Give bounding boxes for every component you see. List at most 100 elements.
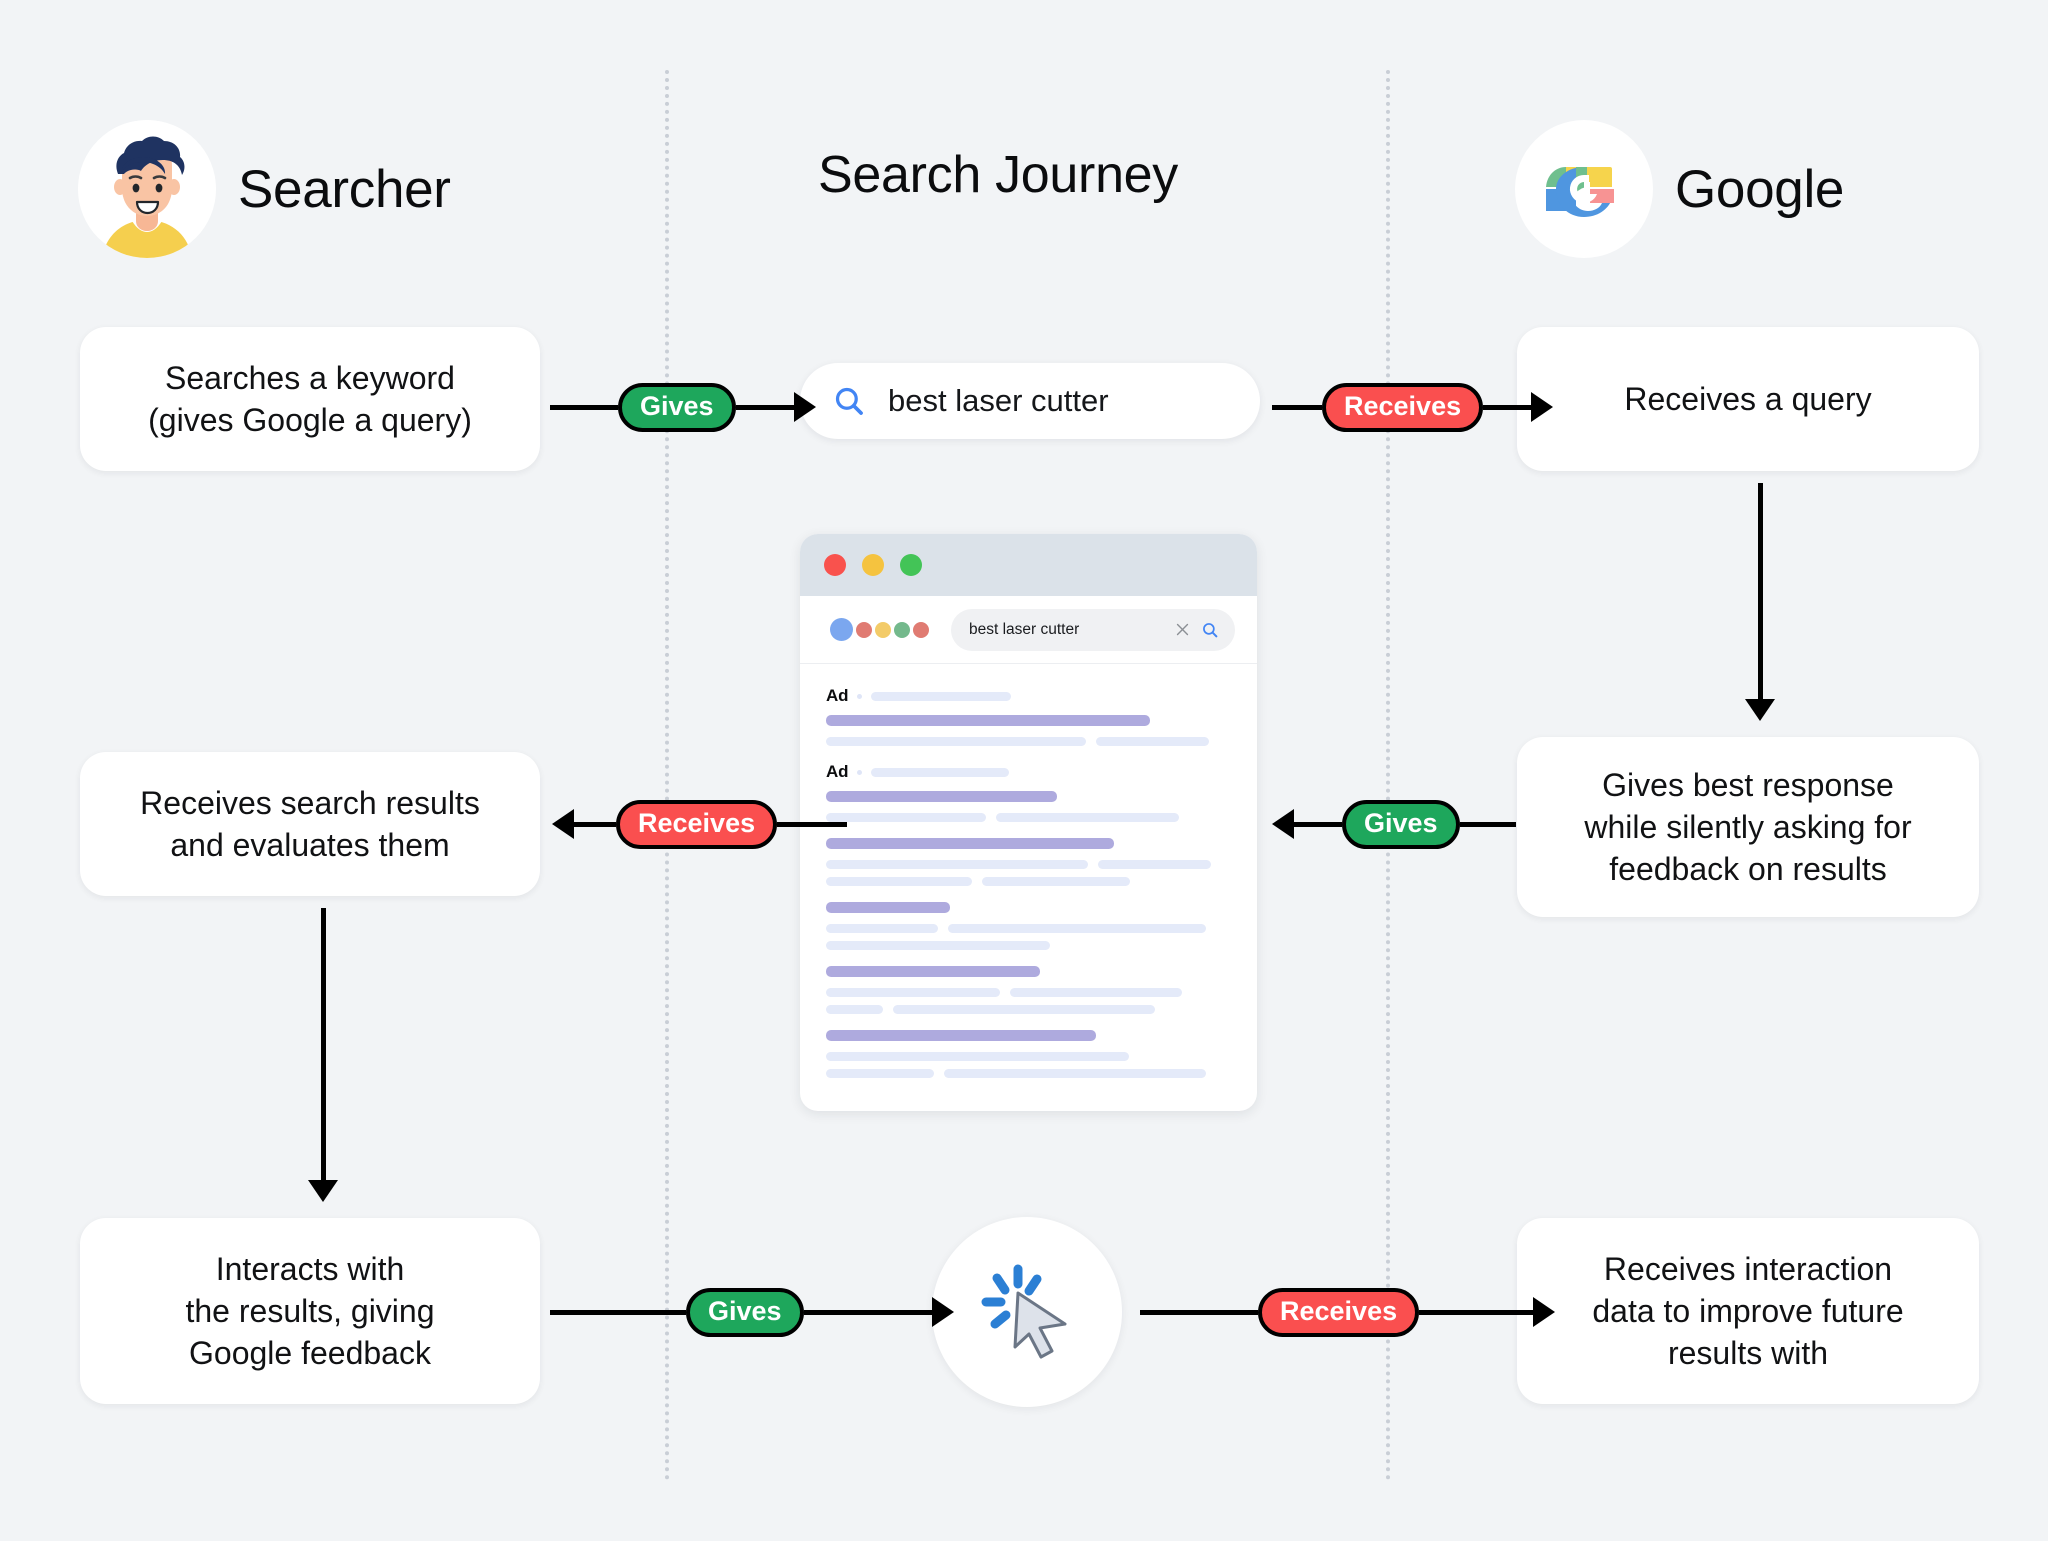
result-ad-block: Ad <box>826 686 1231 746</box>
card-google-gives-best-response: Gives best response while silently askin… <box>1517 737 1979 917</box>
lane-header-searcher: Searcher <box>78 120 451 258</box>
arrow-head-icon <box>1272 809 1294 839</box>
browser-window-mock: best laser cutter Ad <box>800 534 1257 1111</box>
placeholder-bar <box>826 813 986 822</box>
card-line: while silently asking for <box>1584 808 1912 845</box>
badge-receives: Receives <box>1258 1287 1420 1337</box>
placeholder-bar <box>826 988 1000 997</box>
card-line: Searches a keyword <box>165 359 455 396</box>
placeholder-bar <box>996 813 1179 822</box>
search-input-value: best laser cutter <box>888 383 1109 418</box>
ad-label: Ad <box>826 762 849 781</box>
arrow-head-icon <box>1745 699 1775 721</box>
browser-toolbar: best laser cutter <box>800 596 1257 664</box>
placeholder-title-bar <box>826 715 1150 726</box>
placeholder-title-bar <box>826 902 950 913</box>
placeholder-bar <box>1098 860 1211 869</box>
card-line: Gives best response <box>1602 766 1894 803</box>
arrow-head-icon <box>1531 392 1554 422</box>
placeholder-bar <box>826 877 972 886</box>
card-line: data to improve future <box>1592 1292 1904 1329</box>
card-google-receives-query: Receives a query <box>1517 327 1979 471</box>
placeholder-bar <box>826 737 1086 746</box>
connector-google-to-journey-gives: Gives <box>1272 794 1516 854</box>
mouse-cursor-click-icon <box>981 1264 1067 1359</box>
person-avatar-icon <box>78 120 216 258</box>
google-colored-dots-icon <box>830 618 929 641</box>
placeholder-title-bar <box>826 1030 1096 1041</box>
lane-divider-right <box>1386 70 1390 1481</box>
click-interaction-badge <box>932 1217 1122 1407</box>
placeholder-bar <box>826 924 938 933</box>
connector-journey-to-google-receives: Receives <box>1272 377 1554 437</box>
close-traffic-light-icon[interactable] <box>824 554 846 576</box>
result-organic-block <box>826 1030 1231 1078</box>
ad-label: Ad <box>826 686 849 705</box>
minimize-traffic-light-icon[interactable] <box>862 554 884 576</box>
arrow-head-icon <box>1533 1297 1556 1327</box>
card-line: Interacts with <box>215 1250 405 1287</box>
card-line: the results, giving <box>185 1292 435 1329</box>
search-icon <box>835 387 863 415</box>
card-line: (gives Google a query) <box>148 402 472 438</box>
card-google-receives-interaction-data: Receives interaction data to improve fut… <box>1517 1218 1979 1404</box>
browser-titlebar <box>800 534 1257 596</box>
card-line: feedback on results <box>1609 851 1887 888</box>
ad-bullet-icon <box>857 769 863 775</box>
search-input[interactable]: best laser cutter <box>800 363 1260 439</box>
search-icon[interactable] <box>1201 621 1219 639</box>
badge-receives: Receives <box>616 799 778 849</box>
placeholder-bar <box>826 1052 1129 1061</box>
maximize-traffic-light-icon[interactable] <box>900 554 922 576</box>
placeholder-title-bar <box>826 838 1114 849</box>
close-x-icon[interactable] <box>1174 621 1191 638</box>
card-searcher-receives-results: Receives search results and evaluates th… <box>80 752 540 896</box>
connector-journey-to-searcher-receives: Receives <box>552 794 848 854</box>
ad-bullet-icon <box>857 693 863 699</box>
result-organic-block <box>826 902 1231 950</box>
result-organic-block <box>826 966 1231 1014</box>
search-results-placeholder-area: Ad Ad <box>800 664 1257 1078</box>
badge-gives: Gives <box>686 1287 804 1337</box>
lane-title-google: Google <box>1675 159 1845 219</box>
browser-search-input[interactable]: best laser cutter <box>951 608 1235 651</box>
card-line: and evaluates them <box>170 827 450 863</box>
placeholder-bar <box>826 941 1050 950</box>
arrow-head-icon <box>308 1180 338 1202</box>
google-g-logo-icon <box>1540 145 1628 233</box>
browser-search-input-value: best laser cutter <box>969 620 1080 638</box>
connector-searcher-to-journey-gives-2: Gives <box>550 1282 954 1342</box>
card-line: Google feedback <box>189 1335 431 1372</box>
placeholder-bar <box>944 1069 1206 1078</box>
card-line: Receives a query <box>1624 380 1872 417</box>
card-line: Receives search results <box>140 784 480 821</box>
placeholder-title-bar <box>826 791 1057 802</box>
badge-gives: Gives <box>1342 799 1460 849</box>
placeholder-bar <box>871 767 1010 777</box>
placeholder-bar <box>982 877 1130 886</box>
badge-gives: Gives <box>618 382 736 432</box>
card-searcher-interacts-results: Interacts with the results, giving Googl… <box>80 1218 540 1404</box>
lane-title-searcher: Searcher <box>238 159 451 219</box>
arrow-head-icon <box>793 392 816 422</box>
placeholder-bar <box>948 924 1206 933</box>
arrow-head-icon <box>931 1297 954 1327</box>
placeholder-bar <box>826 860 1088 869</box>
avatar <box>78 120 216 258</box>
badge-receives: Receives <box>1322 382 1484 432</box>
connector-google-card1-to-card2 <box>1745 483 1775 721</box>
connector-journey-to-google-receives-2: Receives <box>1140 1282 1556 1342</box>
result-organic-block <box>826 838 1231 886</box>
card-searcher-searches-keyword: Searches a keyword (gives Google a query… <box>80 327 540 471</box>
arrow-head-icon <box>552 809 574 839</box>
connector-searcher-to-journey-gives: Gives <box>550 377 816 437</box>
google-logo-badge <box>1515 120 1653 258</box>
page-title: Search Journey <box>818 146 1179 204</box>
placeholder-bar <box>1096 737 1209 746</box>
connector-searcher-card2-to-card3 <box>308 908 338 1202</box>
lane-header-google: Google <box>1515 120 1844 258</box>
result-ad-block: Ad <box>826 762 1231 822</box>
placeholder-bar <box>826 1005 883 1014</box>
card-line: Receives interaction <box>1603 1250 1893 1287</box>
placeholder-bar <box>871 691 1012 701</box>
